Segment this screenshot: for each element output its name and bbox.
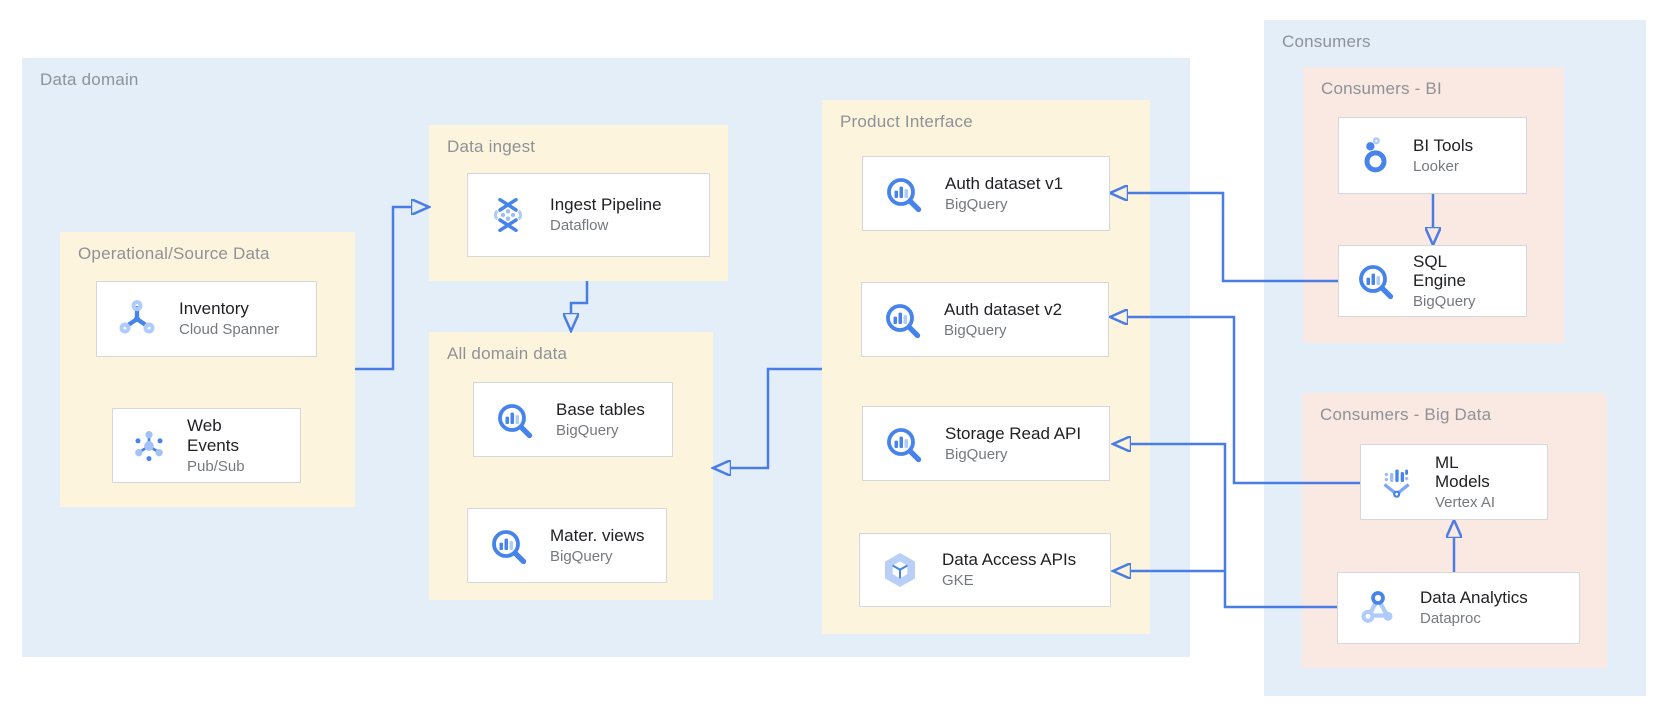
node-auth-dataset-v1: Auth dataset v1 BigQuery xyxy=(862,156,1110,231)
node-title: Auth dataset v2 xyxy=(944,299,1063,319)
node-title: Storage Read API xyxy=(945,423,1082,443)
data-ingest-label: Data ingest xyxy=(447,137,536,156)
cloud-spanner-icon xyxy=(119,300,155,334)
consumers-label: Consumers xyxy=(1282,32,1371,51)
vertex-ai-icon xyxy=(1383,469,1410,498)
node-title: Base tables xyxy=(556,399,645,419)
node-title: BI Tools xyxy=(1413,135,1474,155)
node-subtitle: Looker xyxy=(1413,157,1459,175)
dataflow-icon xyxy=(493,197,523,233)
node-subtitle: Cloud Spanner xyxy=(179,321,280,339)
node-ml-models: ML Models Vertex AI xyxy=(1360,444,1548,520)
node-data-access-apis: Data Access APIs GKE xyxy=(859,533,1111,607)
bigquery-icon xyxy=(887,177,922,212)
looker-icon xyxy=(1364,136,1387,172)
node-title: Data Analytics xyxy=(1420,588,1528,608)
node-mater-views: Mater. views BigQuery xyxy=(467,508,667,583)
node-title: Inventory xyxy=(179,299,249,319)
product-interface-label: Product Interface xyxy=(840,112,973,131)
node-subtitle: Vertex AI xyxy=(1435,494,1496,512)
consumers-big-data-label: Consumers - Big Data xyxy=(1320,405,1492,424)
bigquery-icon xyxy=(1359,265,1394,300)
dataproc-icon xyxy=(1361,591,1393,623)
node-title: SQL Engine xyxy=(1413,251,1466,291)
operational-source-data-label: Operational/Source Data xyxy=(78,244,270,263)
bigquery-icon xyxy=(498,403,533,438)
node-sql-engine: SQL Engine BigQuery xyxy=(1338,245,1527,317)
node-subtitle: BigQuery xyxy=(556,421,619,439)
node-subtitle: BigQuery xyxy=(945,195,1008,213)
node-title: Ingest Pipeline xyxy=(550,195,662,215)
node-base-tables: Base tables BigQuery xyxy=(473,382,673,457)
node-title: Data Access APIs xyxy=(942,550,1077,570)
data-domain-label: Data domain xyxy=(40,70,139,89)
node-auth-dataset-v2: Auth dataset v2 BigQuery xyxy=(861,282,1109,357)
node-storage-read-api: Storage Read API BigQuery xyxy=(862,406,1110,481)
node-subtitle: BigQuery xyxy=(945,445,1008,463)
node-subtitle: GKE xyxy=(942,572,974,590)
all-domain-data-label: All domain data xyxy=(447,344,568,363)
bigquery-icon xyxy=(492,529,527,564)
pubsub-icon xyxy=(135,430,163,461)
node-title: ML Models xyxy=(1435,452,1490,492)
consumers-bi-label: Consumers - BI xyxy=(1321,79,1442,98)
node-subtitle: Dataflow xyxy=(550,217,609,235)
node-title: Auth dataset v1 xyxy=(945,173,1064,193)
bigquery-icon xyxy=(887,427,922,462)
node-subtitle: BigQuery xyxy=(944,321,1007,339)
node-title: Web Events xyxy=(187,416,239,455)
gke-icon xyxy=(885,553,915,587)
node-subtitle: Dataproc xyxy=(1420,610,1481,628)
node-subtitle: BigQuery xyxy=(1413,293,1476,311)
node-subtitle: BigQuery xyxy=(550,547,613,565)
node-bi-tools: BI Tools Looker xyxy=(1338,117,1527,194)
node-subtitle: Pub/Sub xyxy=(187,457,245,475)
bigquery-icon xyxy=(886,303,921,338)
node-ingest-pipeline: Ingest Pipeline Dataflow xyxy=(467,173,710,257)
node-title: Mater. views xyxy=(550,525,645,545)
node-inventory: Inventory Cloud Spanner xyxy=(96,281,317,357)
node-web-events: Web Events Pub/Sub xyxy=(112,408,301,483)
node-data-analytics: Data Analytics Dataproc xyxy=(1337,572,1580,644)
